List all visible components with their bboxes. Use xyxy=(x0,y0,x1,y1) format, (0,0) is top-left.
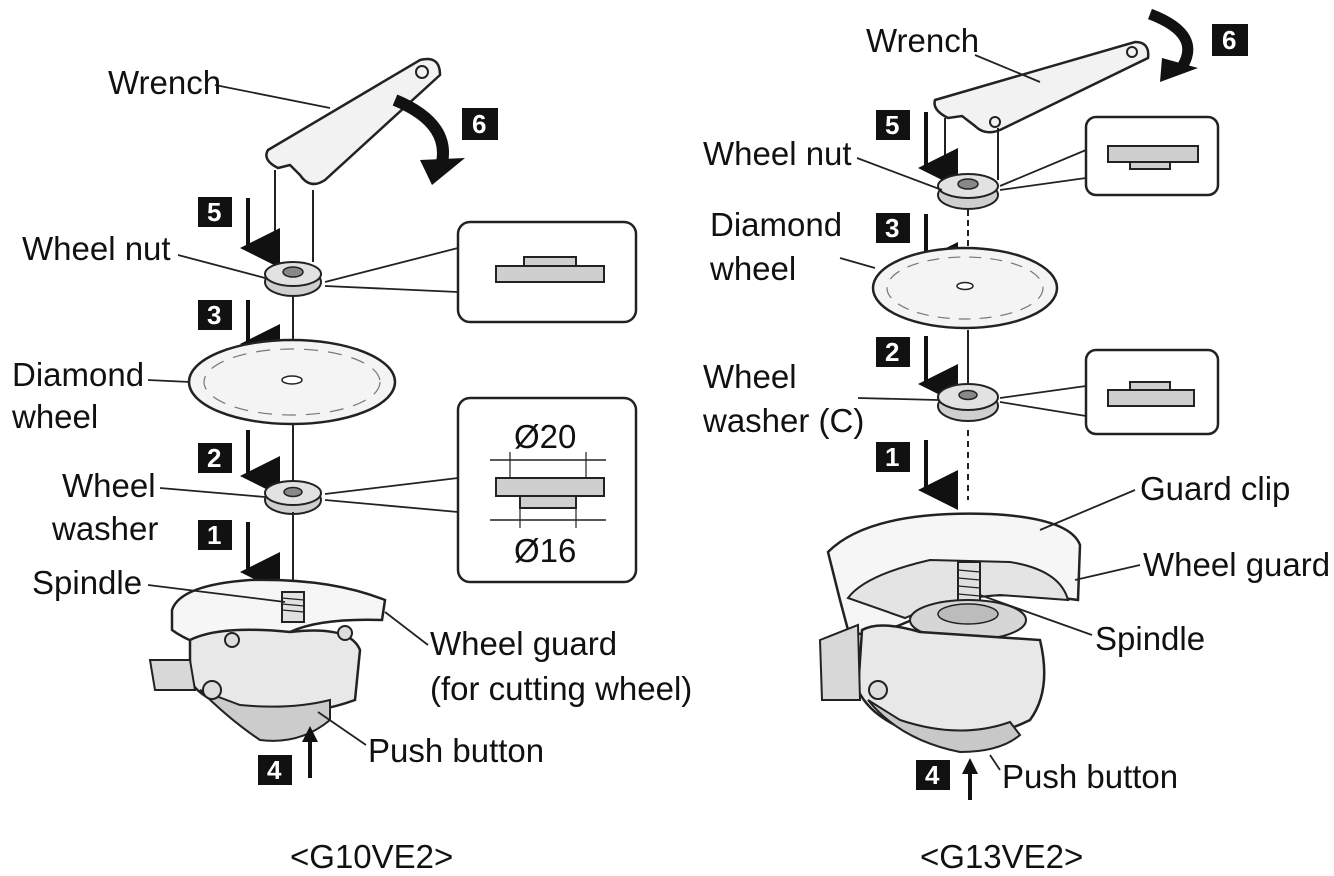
step-badge-2-left: 2 xyxy=(198,443,232,473)
step-badge-6-left: 6 xyxy=(462,108,498,140)
svg-text:3: 3 xyxy=(207,300,221,330)
svg-text:6: 6 xyxy=(1222,25,1236,55)
label-diamond-line2: wheel xyxy=(11,398,98,435)
label-guard-clip: Guard clip xyxy=(1140,470,1290,507)
step-badge-4-left: 4 xyxy=(258,755,292,785)
label-wheel-nut: Wheel nut xyxy=(22,230,171,267)
svg-text:5: 5 xyxy=(885,110,899,140)
step-badge-3-right: 3 xyxy=(876,213,910,243)
diamond-wheel-left xyxy=(187,338,397,426)
step-badge-5-left: 5 xyxy=(198,197,232,227)
step-badge-4-right: 4 xyxy=(916,760,950,790)
label-diamond-right-line1: Diamond xyxy=(710,206,842,243)
rotate-arrow-right xyxy=(1147,8,1194,74)
model-caption-right: <G13VE2> xyxy=(920,838,1083,875)
grinder-g10ve2 xyxy=(148,578,387,742)
left-panel: Wrench 6 5 Wheel nut xyxy=(11,57,692,875)
label-washer-right-line2: washer (C) xyxy=(702,402,864,439)
svg-text:4: 4 xyxy=(267,755,282,785)
washer-profile-callout-left: Ø20 Ø16 xyxy=(324,396,638,584)
svg-text:3: 3 xyxy=(885,213,899,243)
svg-text:5: 5 xyxy=(207,197,221,227)
svg-text:1: 1 xyxy=(885,442,899,472)
label-wrench: Wrench xyxy=(108,64,221,101)
label-spindle: Spindle xyxy=(32,564,142,601)
wrench-left xyxy=(265,57,442,262)
svg-text:6: 6 xyxy=(472,109,486,139)
label-push-button-right: Push button xyxy=(1002,758,1178,795)
step-badge-1-left: 1 xyxy=(198,520,232,550)
label-spindle-right: Spindle xyxy=(1095,620,1205,657)
grinder-g13ve2 xyxy=(818,512,1082,754)
wheel-nut-left xyxy=(264,261,322,297)
label-diamond-line1: Diamond xyxy=(12,356,144,393)
model-caption-left: <G10VE2> xyxy=(290,838,453,875)
dimension-outer: Ø20 xyxy=(514,418,576,455)
right-panel: Wrench 6 5 Wheel nut xyxy=(702,8,1330,875)
wheel-washer-right xyxy=(937,383,999,422)
svg-text:4: 4 xyxy=(925,760,940,790)
label-wheel-guard-line2: (for cutting wheel) xyxy=(430,670,692,707)
step-badge-1-right: 1 xyxy=(876,442,910,472)
label-washer-right-line1: Wheel xyxy=(703,358,797,395)
wheel-nut-right xyxy=(937,173,999,210)
label-wrench-right: Wrench xyxy=(866,22,979,59)
label-wheel-guard-right: Wheel guard xyxy=(1143,546,1330,583)
diamond-wheel-right xyxy=(871,246,1059,330)
washer-profile-callout-right xyxy=(999,348,1220,436)
svg-text:2: 2 xyxy=(885,337,899,367)
label-diamond-right-line2: wheel xyxy=(709,250,796,287)
svg-text:2: 2 xyxy=(207,443,221,473)
step-badge-3-left: 3 xyxy=(198,300,232,330)
label-washer-line1: Wheel xyxy=(62,467,156,504)
label-push-button: Push button xyxy=(368,732,544,769)
nut-profile-callout-right xyxy=(999,115,1220,197)
label-washer-line2: washer xyxy=(51,510,158,547)
svg-text:1: 1 xyxy=(207,520,221,550)
step-badge-2-right: 2 xyxy=(876,337,910,367)
step-badge-5-right: 5 xyxy=(876,110,910,140)
step-badge-6-right: 6 xyxy=(1212,24,1248,56)
nut-profile-callout-left xyxy=(324,220,638,324)
wheel-washer-left xyxy=(264,480,322,515)
label-wheel-guard-line1: Wheel guard xyxy=(430,625,617,662)
dimension-inner: Ø16 xyxy=(514,532,576,569)
label-wheel-nut-right: Wheel nut xyxy=(703,135,852,172)
